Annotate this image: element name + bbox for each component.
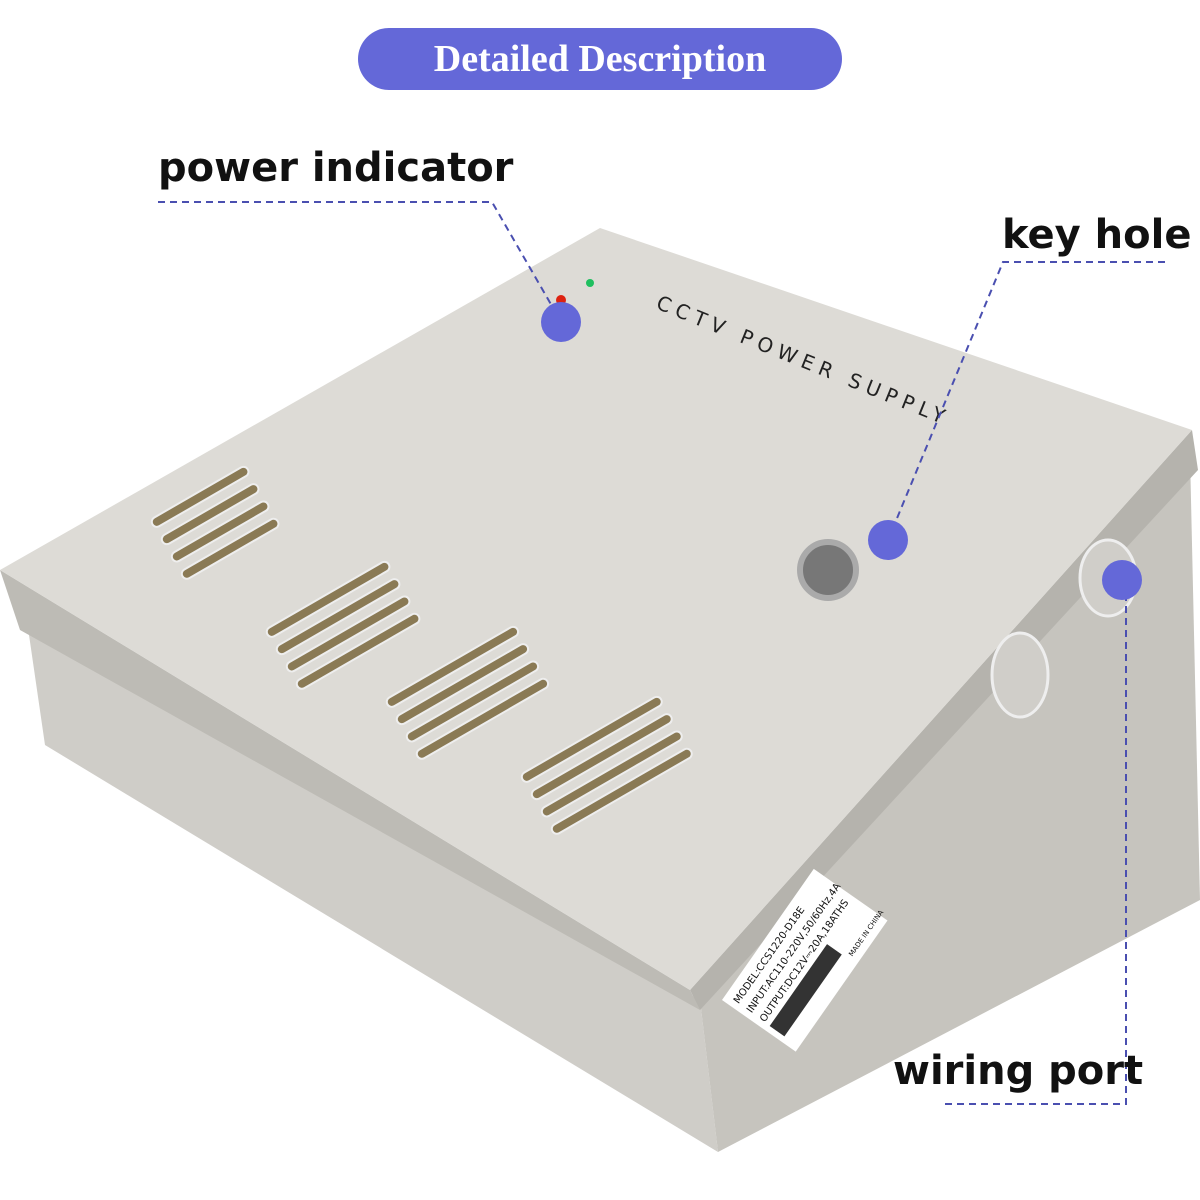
callout-power-indicator: power indicator [158, 145, 514, 191]
ventilation-slots [150, 465, 693, 835]
lid-lip [0, 570, 700, 1010]
box-front-side [28, 628, 718, 1152]
box-top-lid [0, 228, 1192, 990]
callout-wiring-port: wiring port [893, 1048, 1144, 1094]
callout-leader-lines [158, 201, 1165, 1105]
power-led-green [586, 279, 594, 287]
callout-key-hole: key hole [1002, 212, 1192, 258]
key-lock [797, 539, 859, 601]
section-title-banner: Detailed Description [358, 28, 842, 90]
barcode [769, 944, 842, 1037]
section-title: Detailed Description [433, 38, 767, 80]
callout-markers [541, 302, 1142, 600]
wiring-port-knockout [990, 631, 1050, 719]
lid-lip-right [690, 430, 1198, 1010]
